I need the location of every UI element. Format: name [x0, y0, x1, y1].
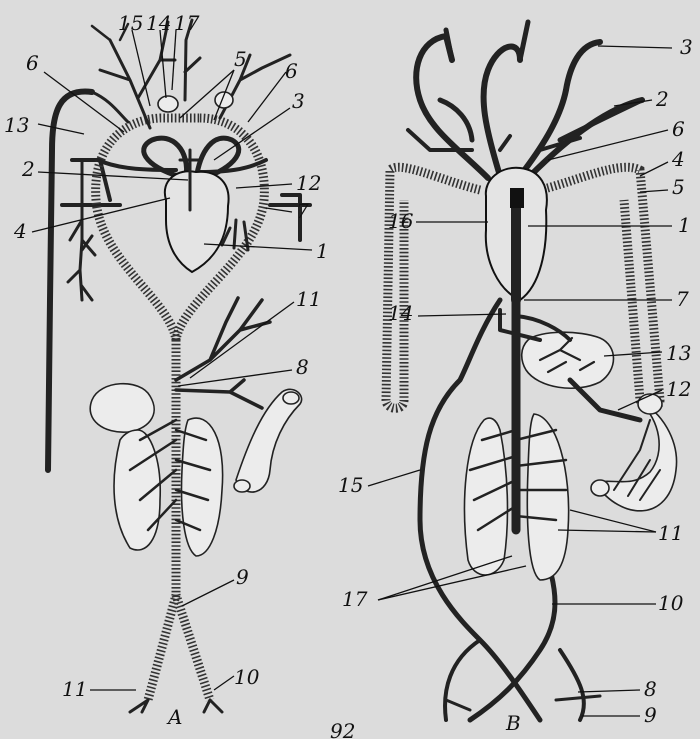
label-b-12: 12: [666, 377, 691, 401]
label-b-11: 11: [658, 521, 683, 545]
label-b-17: 17: [342, 587, 368, 611]
label-b-16: 16: [388, 209, 414, 233]
label-a-5: 5: [234, 47, 247, 71]
label-b-14: 14: [388, 301, 413, 325]
label-a-13: 12: [296, 171, 321, 195]
label-a-12: 11: [296, 287, 321, 311]
panel-a-drawing: [48, 20, 310, 712]
kidney-b-left: [465, 418, 508, 575]
label-a-2: 2: [21, 157, 35, 181]
label-a-1: 1: [316, 239, 329, 263]
label-a-9: 9: [236, 565, 249, 589]
label-a-11: 11: [62, 677, 87, 701]
caption-b: B: [505, 711, 521, 735]
label-b-6: 6: [672, 117, 685, 141]
label-a-10: 10: [234, 665, 260, 689]
label-b-4: 4: [671, 147, 685, 171]
heart-a: [165, 171, 229, 272]
label-a-7: 7: [296, 199, 309, 223]
label-a-8: 8: [296, 355, 309, 379]
label-a-4: 4: [13, 219, 27, 243]
label-a-15: 14: [146, 11, 171, 35]
panel-b-drawing: [386, 22, 677, 720]
label-a-14: 13: [4, 113, 29, 137]
label-b-5: 5: [672, 175, 685, 199]
label-b-7: 7: [676, 287, 689, 311]
label-b-3: 3: [680, 35, 693, 59]
label-b-8: 8: [644, 677, 657, 701]
label-a-17: 17: [174, 11, 200, 35]
label-a-6-left: 6: [26, 51, 39, 75]
label-b-1: 1: [678, 213, 691, 237]
label-a-16: 15: [118, 11, 143, 35]
label-b-13: 13: [666, 341, 691, 365]
label-a-3: 3: [292, 89, 305, 113]
label-b-15: 15: [338, 473, 363, 497]
caption-a: A: [166, 705, 182, 729]
gonad-a: [90, 384, 154, 433]
kidney-b-right: [527, 414, 568, 580]
page-number-fragment: 92: [330, 719, 355, 739]
label-b-10: 10: [658, 591, 684, 615]
label-a-6-right: 6: [285, 59, 298, 83]
carotid-gland-left: [158, 96, 178, 112]
label-b-2: 2: [655, 87, 669, 111]
label-b-9: 9: [644, 703, 657, 727]
